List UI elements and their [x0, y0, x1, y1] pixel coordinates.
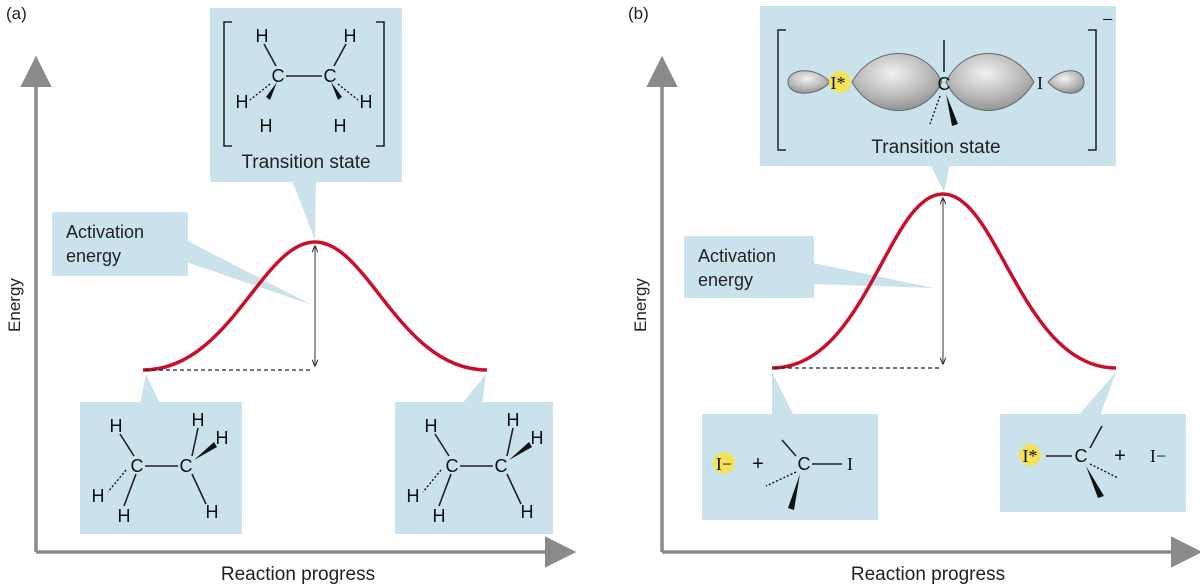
svg-text:C: C [446, 456, 459, 476]
activation-label-line-1: Activation [66, 222, 144, 242]
energy-curve [142, 240, 488, 372]
transition-state-callout: C C H H H H H H Transition state [210, 8, 402, 240]
svg-text:C: C [131, 456, 144, 476]
svg-text:I−: I− [1150, 446, 1166, 466]
svg-text:+: + [752, 453, 764, 475]
svg-text:+: + [1114, 445, 1126, 467]
y-axis-label: Energy [631, 278, 650, 332]
svg-text:C: C [324, 66, 337, 86]
svg-text:H: H [260, 116, 273, 136]
labeled-iodine-highlight [829, 71, 851, 93]
svg-text:H: H [216, 428, 229, 448]
ethane-transition-molecule: C C H H H H H H [236, 26, 373, 136]
svg-text:H: H [360, 92, 373, 112]
callout-box [210, 8, 402, 182]
svg-text:C: C [938, 74, 951, 94]
product-molecules: I* C + I− [1019, 425, 1166, 498]
product-callout: I* C + I− [1000, 372, 1186, 512]
ethane-reactant-molecule: C C H H H H H H [92, 410, 229, 526]
sn2-transition-orbitals: I* C I [787, 40, 1085, 126]
callout-pointer [772, 372, 794, 416]
transition-state-label: Transition state [241, 152, 370, 173]
x-axis-label: Reaction progress [851, 564, 1005, 584]
svg-text:H: H [334, 116, 347, 136]
right-bracket [1088, 29, 1097, 151]
svg-text:C: C [272, 66, 285, 86]
svg-text:I: I [847, 454, 853, 474]
callout-pointer [182, 238, 312, 305]
svg-text:H: H [110, 416, 123, 436]
transition-state-label: Transition state [871, 137, 1000, 158]
callout-pointer [808, 262, 934, 288]
activation-energy-callout: Activation energy [52, 212, 312, 305]
left-bracket [777, 29, 786, 151]
callout-box [80, 402, 242, 534]
svg-text:H: H [256, 26, 269, 46]
callout-pointer [292, 180, 316, 240]
product-callout: C C H H H H H H [395, 374, 553, 534]
transition-state-callout: − I* C I Transition state [760, 6, 1116, 192]
energy-curve [771, 192, 1117, 370]
panel-b: (b) Energy Reaction progress Activation … [628, 4, 1200, 584]
charge-sign: − [1102, 9, 1113, 31]
activation-energy-callout: Activation energy [684, 236, 934, 298]
svg-text:H: H [192, 410, 205, 430]
callout-pointer [1078, 372, 1116, 416]
callout-box [395, 402, 553, 534]
svg-text:C: C [495, 456, 508, 476]
svg-text:H: H [521, 502, 534, 522]
svg-text:H: H [206, 502, 219, 522]
svg-text:H: H [92, 486, 105, 506]
svg-text:H: H [507, 410, 520, 430]
activation-label-line-1: Activation [698, 246, 776, 266]
reactant-callout: C C H H H H H H [80, 374, 242, 534]
svg-text:H: H [344, 26, 357, 46]
svg-text:C: C [1075, 446, 1088, 466]
svg-text:C: C [798, 454, 811, 474]
x-axis-label: Reaction progress [221, 564, 375, 584]
left-bracket [223, 21, 232, 147]
panel-label: (a) [6, 4, 27, 23]
svg-text:I−: I− [716, 454, 732, 474]
svg-text:H: H [407, 486, 420, 506]
y-axis-label: Energy [5, 278, 24, 332]
svg-text:H: H [433, 506, 446, 526]
reactant-callout: I− + C I [702, 372, 878, 520]
callout-box [684, 236, 814, 298]
svg-text:I: I [1037, 73, 1043, 93]
svg-text:H: H [425, 416, 438, 436]
callout-pointer [930, 164, 950, 192]
callout-pointer [140, 374, 160, 404]
reactant-molecules: I− + C I [713, 439, 853, 510]
callout-box [52, 212, 188, 276]
svg-text:I*: I* [1023, 446, 1038, 466]
callout-pointer [462, 374, 486, 404]
svg-text:H: H [118, 506, 131, 526]
activation-label-line-2: energy [698, 270, 753, 290]
panel-a: (a) Energy Reaction progress Activation … [5, 4, 577, 584]
svg-text:H: H [236, 92, 249, 112]
svg-text:I*: I* [831, 73, 846, 93]
ethane-product-molecule: C C H H H H H H [407, 410, 544, 526]
panel-label: (b) [628, 4, 649, 23]
svg-text:H: H [531, 428, 544, 448]
activation-label-line-2: energy [66, 246, 121, 266]
svg-text:C: C [180, 456, 193, 476]
right-bracket [376, 21, 385, 147]
